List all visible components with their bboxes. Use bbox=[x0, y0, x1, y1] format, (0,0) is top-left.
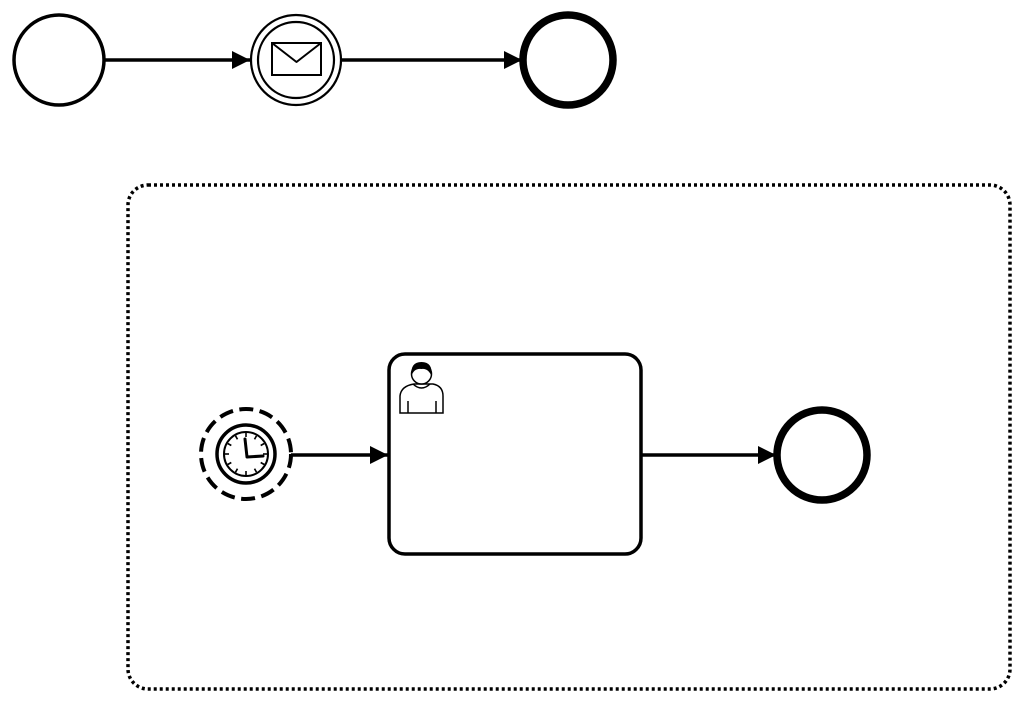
end-event[interactable] bbox=[519, 11, 617, 109]
timer-start-event[interactable] bbox=[199, 407, 293, 501]
user-task[interactable] bbox=[387, 352, 643, 556]
user-icon bbox=[399, 362, 444, 414]
start-event[interactable] bbox=[12, 13, 106, 107]
intermediate-message-event[interactable] bbox=[249, 13, 343, 107]
event-subprocess[interactable] bbox=[126, 183, 1012, 691]
clock-icon bbox=[223, 431, 269, 477]
subprocess-end-event[interactable] bbox=[773, 406, 871, 504]
envelope-icon bbox=[271, 42, 322, 76]
top-process bbox=[12, 11, 617, 109]
event-subprocess-border bbox=[126, 183, 1012, 691]
